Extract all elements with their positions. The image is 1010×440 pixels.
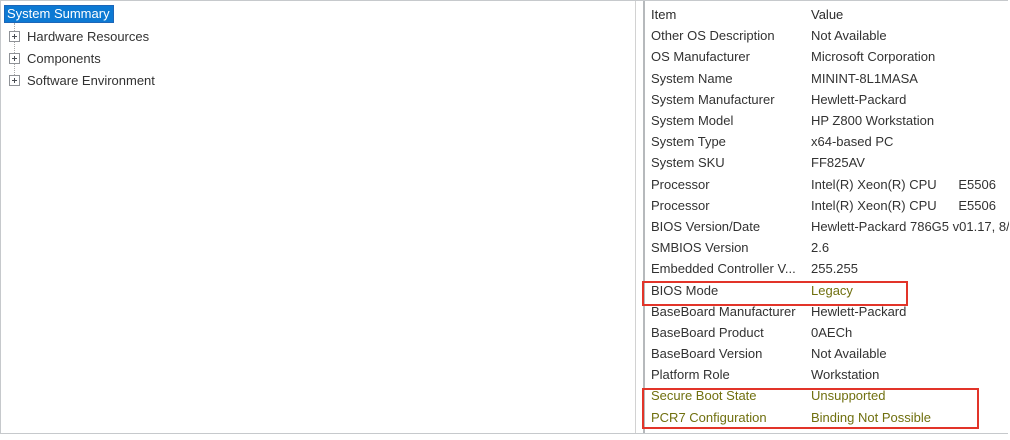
value-cell: Not Available bbox=[811, 28, 887, 44]
item-cell: System Name bbox=[651, 70, 733, 86]
item-cell: Platform Role bbox=[651, 367, 730, 383]
column-header-item[interactable]: Item bbox=[651, 7, 677, 23]
value-cell: Hewlett-Packard 786G5 v01.17, 8/ bbox=[811, 218, 1009, 234]
item-cell: BaseBoard Version bbox=[651, 346, 763, 362]
expand-plus-icon[interactable] bbox=[9, 52, 20, 64]
table-row[interactable]: BaseBoard Manufacturer Hewlett-Packard bbox=[645, 301, 1009, 322]
category-tree: System Summary Hardware Resources Compon… bbox=[1, 3, 635, 91]
table-row[interactable]: Processor Intel(R) Xeon(R) CPU E5506 bbox=[645, 174, 1009, 195]
item-cell: BaseBoard Manufacturer bbox=[651, 303, 796, 319]
table-row[interactable]: System Model HP Z800 Workstation bbox=[645, 110, 1009, 131]
table-row[interactable]: Other OS Description Not Available bbox=[645, 25, 1009, 46]
table-row[interactable]: Platform Role Workstation bbox=[645, 364, 1009, 385]
value-cell: Intel(R) Xeon(R) CPU E5506 bbox=[811, 176, 996, 192]
details-rows: Other OS Description Not Available OS Ma… bbox=[645, 25, 1009, 428]
table-row[interactable]: System Name MININT-8L1MASA bbox=[645, 68, 1009, 89]
value-cell: Workstation bbox=[811, 367, 880, 383]
item-cell: OS Manufacturer bbox=[651, 49, 750, 65]
item-cell: BaseBoard Product bbox=[651, 324, 764, 340]
expand-plus-icon[interactable] bbox=[9, 74, 20, 86]
item-cell: PCR7 Configuration bbox=[651, 409, 767, 425]
table-row[interactable]: Secure Boot State Unsupported bbox=[645, 385, 1009, 406]
table-row[interactable]: Embedded Controller V... 255.255 bbox=[645, 258, 1009, 279]
column-header-value[interactable]: Value bbox=[811, 7, 844, 23]
item-cell: Processor bbox=[651, 176, 710, 192]
value-cell: HP Z800 Workstation bbox=[811, 113, 935, 129]
expand-plus-icon[interactable] bbox=[9, 30, 20, 42]
table-row[interactable]: OS Manufacturer Microsoft Corporation bbox=[645, 46, 1009, 67]
item-cell: BIOS Version/Date bbox=[651, 218, 761, 234]
details-list-panel: Item Value Other OS Description Not Avai… bbox=[643, 1, 1009, 433]
value-cell: 0AECh bbox=[811, 324, 853, 340]
category-tree-panel: System Summary Hardware Resources Compon… bbox=[1, 1, 636, 433]
item-cell: System Type bbox=[651, 134, 726, 150]
table-row[interactable]: Processor Intel(R) Xeon(R) CPU E5506 bbox=[645, 195, 1009, 216]
tree-item-hardware-resources[interactable]: Hardware Resources bbox=[1, 25, 635, 47]
item-cell: System Manufacturer bbox=[651, 91, 775, 107]
table-row[interactable]: BaseBoard Product 0AECh bbox=[645, 322, 1009, 343]
table-row[interactable]: PCR7 Configuration Binding Not Possible bbox=[645, 407, 1009, 428]
item-cell: Other OS Description bbox=[651, 28, 775, 44]
value-cell: Binding Not Possible bbox=[811, 409, 931, 425]
table-row[interactable]: SMBIOS Version 2.6 bbox=[645, 237, 1009, 258]
value-cell: Unsupported bbox=[811, 388, 886, 404]
value-cell: x64-based PC bbox=[811, 134, 894, 150]
table-row[interactable]: BIOS Mode Legacy bbox=[645, 279, 1009, 300]
value-cell: 255.255 bbox=[811, 261, 858, 277]
value-cell: 2.6 bbox=[811, 240, 830, 256]
tree-item-system-summary[interactable]: System Summary bbox=[4, 3, 635, 25]
value-cell: FF825AV bbox=[811, 155, 865, 171]
value-cell: Not Available bbox=[811, 346, 887, 362]
value-cell: Hewlett-Packard bbox=[811, 303, 907, 319]
table-row[interactable]: BIOS Version/Date Hewlett-Packard 786G5 … bbox=[645, 216, 1009, 237]
value-cell: Intel(R) Xeon(R) CPU E5506 bbox=[811, 197, 996, 213]
tree-guide-line bbox=[14, 23, 15, 79]
value-cell: MININT-8L1MASA bbox=[811, 70, 918, 86]
list-header-row: Item Value bbox=[645, 4, 1009, 25]
tree-item-label: System Summary bbox=[4, 5, 114, 23]
table-row[interactable]: System SKU FF825AV bbox=[645, 152, 1009, 173]
value-cell: Hewlett-Packard bbox=[811, 91, 907, 107]
item-cell: Secure Boot State bbox=[651, 388, 757, 404]
value-cell: Legacy bbox=[811, 282, 853, 298]
item-cell: Processor bbox=[651, 197, 710, 213]
table-row[interactable]: System Manufacturer Hewlett-Packard bbox=[645, 89, 1009, 110]
tree-item-label: Hardware Resources bbox=[27, 28, 150, 44]
item-cell: SMBIOS Version bbox=[651, 240, 749, 256]
table-row[interactable]: BaseBoard Version Not Available bbox=[645, 343, 1009, 364]
tree-item-label: Software Environment bbox=[27, 72, 155, 88]
item-cell: System SKU bbox=[651, 155, 725, 171]
value-cell: Microsoft Corporation bbox=[811, 49, 936, 65]
tree-item-components[interactable]: Components bbox=[1, 47, 635, 69]
tree-item-label: Components bbox=[27, 50, 101, 66]
item-cell: BIOS Mode bbox=[651, 282, 719, 298]
item-cell: Embedded Controller V... bbox=[651, 261, 796, 277]
tree-item-software-environment[interactable]: Software Environment bbox=[1, 69, 635, 91]
table-row[interactable]: System Type x64-based PC bbox=[645, 131, 1009, 152]
item-cell: System Model bbox=[651, 113, 734, 129]
